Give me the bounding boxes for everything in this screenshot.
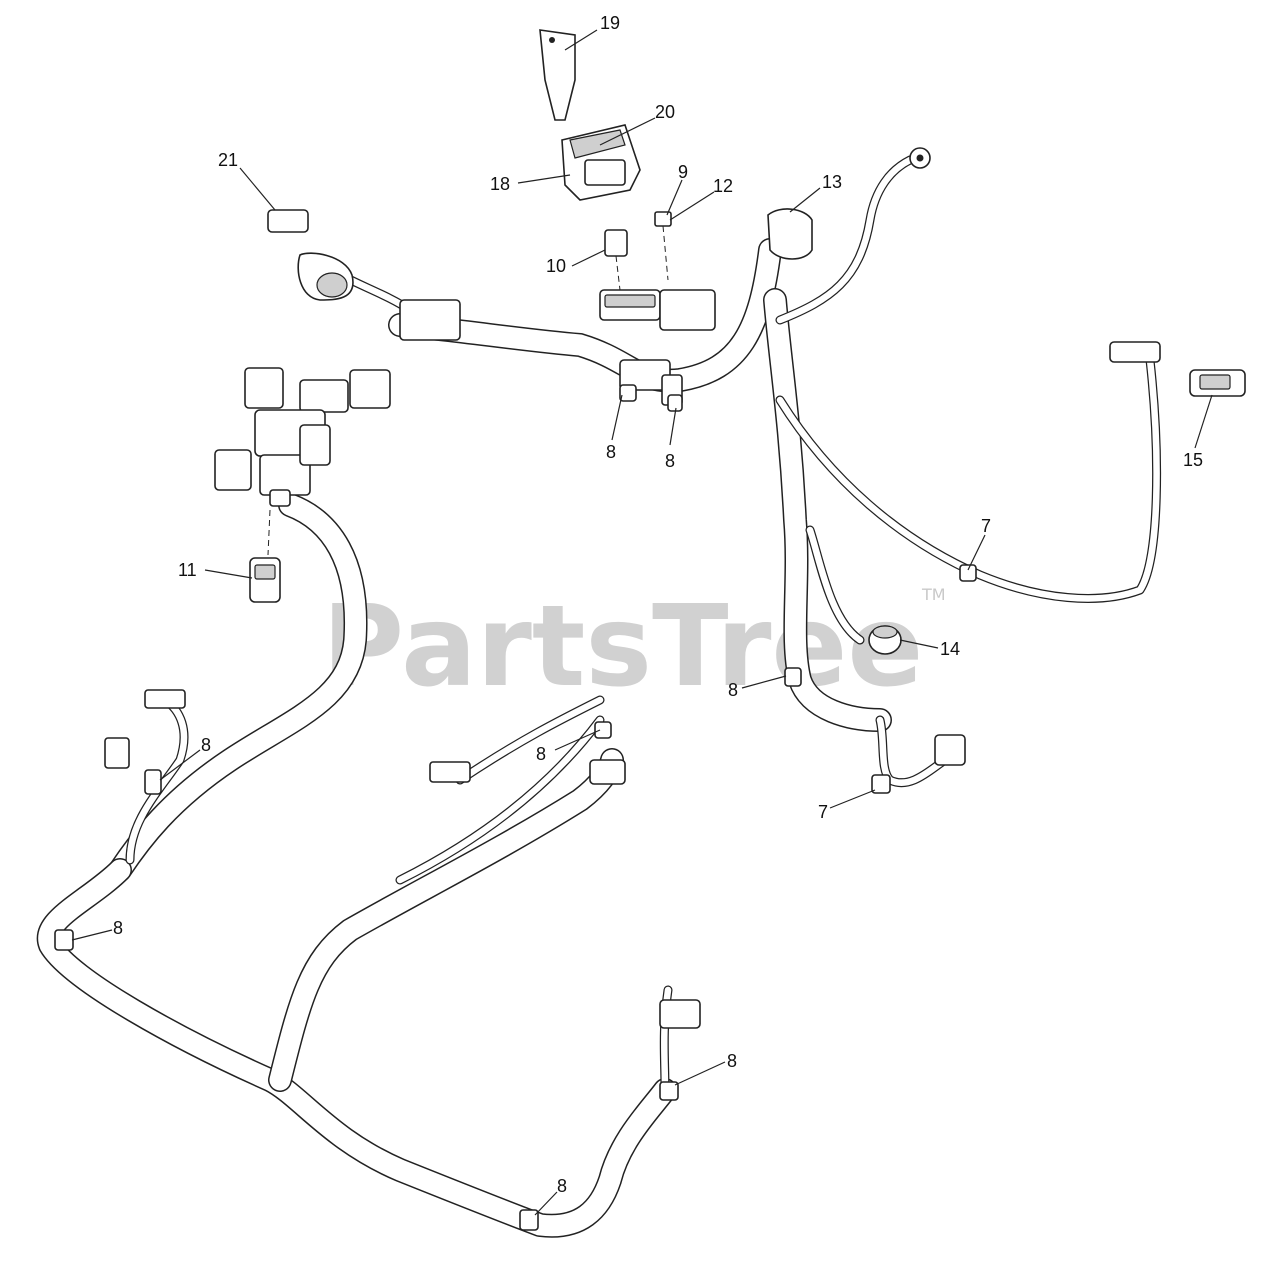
parts-tree-watermark: PartsTree TM (322, 582, 946, 712)
callout-9: 9 (678, 162, 688, 182)
callout-8-bottom: 8 (557, 1176, 567, 1196)
callout-14: 14 (940, 639, 960, 659)
callout-20: 20 (655, 102, 675, 122)
left-connector-cluster (214, 299, 461, 507)
callout-8-far-left: 8 (113, 918, 123, 938)
callout-8-center-right: 8 (665, 451, 675, 471)
part-14-cap (868, 625, 902, 655)
callout-labels: 19 20 18 21 9 12 10 13 8 8 15 11 7 14 8 … (113, 13, 1203, 1196)
leader-lines (71, 29, 1213, 1216)
callout-10: 10 (546, 256, 566, 276)
callout-8-mid-branch: 8 (536, 744, 546, 764)
callout-18: 18 (490, 174, 510, 194)
part-18-20-module (561, 124, 641, 201)
watermark-trademark: TM (921, 585, 946, 604)
part-19-bracket (539, 29, 576, 121)
callout-8-right-mid: 8 (728, 680, 738, 700)
part-21-connector (267, 209, 354, 301)
watermark-text: PartsTree (322, 582, 923, 712)
main-harness (36, 155, 1162, 1238)
part-13-boot (767, 208, 813, 260)
ring-terminal (909, 147, 931, 169)
misc-harness-connectors (104, 689, 966, 1029)
callout-8-center-left: 8 (606, 442, 616, 462)
callout-8-left-branch: 8 (201, 735, 211, 755)
callout-19: 19 (600, 13, 620, 33)
callout-8-lower-right: 8 (727, 1051, 737, 1071)
harness-clamps (54, 384, 977, 1231)
callout-21: 21 (218, 150, 238, 170)
callout-11: 11 (178, 560, 197, 580)
callout-7-lower: 7 (818, 802, 828, 822)
callout-7-upper: 7 (981, 516, 991, 536)
callout-12: 12 (713, 176, 733, 196)
callout-13: 13 (822, 172, 842, 192)
parts-9-10-12 (604, 211, 672, 291)
part-11-switch (249, 509, 281, 603)
part-15-connector (1109, 341, 1246, 397)
callout-15: 15 (1183, 450, 1203, 470)
